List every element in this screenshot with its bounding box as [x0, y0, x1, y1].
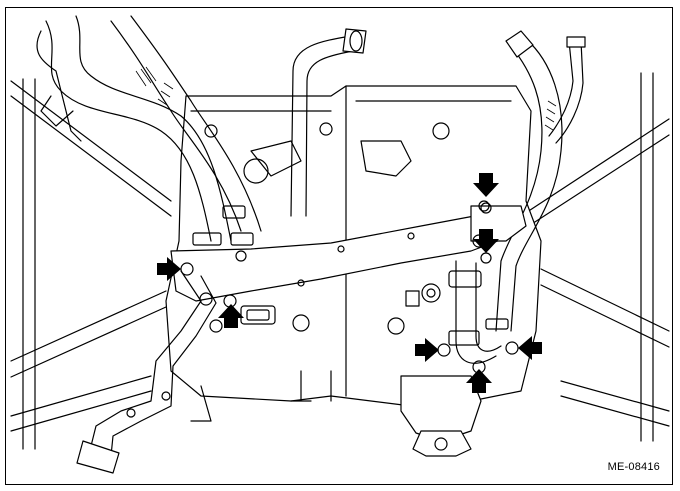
figure-frame: ME-08416	[5, 7, 673, 485]
arrow-bolt-upper-right	[473, 173, 499, 197]
arrow-bolt-lower-right-b	[518, 336, 542, 360]
coolant-pipe	[76, 210, 517, 474]
engine-stand	[10, 72, 670, 450]
arrow-bolt-lower-right-c	[466, 369, 492, 393]
arrow-bolt-lower-right-a	[415, 338, 439, 362]
arrow-bolt-left-lower	[218, 304, 244, 328]
arrow-bolt-right-mid	[473, 229, 499, 253]
radiator-hoses-left	[36, 15, 262, 246]
arrow-bolt-left	[157, 257, 181, 281]
callout-arrows	[157, 173, 542, 393]
engine-diagram	[10, 15, 670, 474]
figure-code: ME-08416	[607, 461, 660, 473]
bypass-hose-top	[290, 28, 367, 217]
